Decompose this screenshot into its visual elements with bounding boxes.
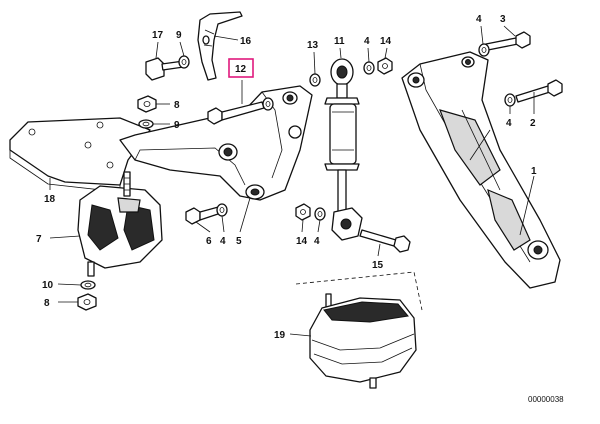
callout-17: 17 (152, 30, 164, 41)
part-3-bolt (485, 31, 531, 51)
callout-16: 16 (240, 36, 252, 47)
callout-15: 15 (372, 260, 384, 271)
callout-1: 1 (531, 166, 537, 177)
callout-8-lower: 8 (44, 298, 50, 309)
part-4-washer-right (504, 93, 516, 107)
part-17-bolt (145, 57, 184, 81)
part-15-bolt (359, 229, 411, 253)
leader-lines (49, 25, 535, 337)
callout-7: 7 (36, 234, 42, 245)
part-10-washer (80, 280, 96, 290)
callout-12-highlight-box (228, 58, 254, 78)
part-9-washer-left (138, 119, 154, 129)
callout-5: 5 (236, 236, 242, 247)
part-11-damper (324, 58, 363, 241)
part-4-washer-left (216, 203, 228, 217)
callout-4-left: 4 (220, 236, 226, 247)
callout-14-damper-bottom: 14 (296, 236, 308, 247)
callout-8-upper: 8 (174, 100, 180, 111)
part-9-washer-top (178, 55, 190, 69)
callout-14-damper-top: 14 (380, 36, 392, 47)
part-16-small-bracket (197, 11, 243, 81)
part-12-bolt (207, 97, 274, 125)
part-7-rubber-mount (77, 171, 163, 277)
callout-9: 9 (176, 30, 182, 41)
callout-18: 18 (44, 194, 56, 205)
callout-4-top-right: 4 (476, 14, 482, 25)
part-8-nut-upper (137, 95, 157, 113)
part-4-washer-top-right (478, 43, 490, 57)
callout-12: 12 (235, 64, 247, 75)
callout-11: 11 (334, 36, 345, 47)
callout-9-left: 9 (174, 120, 180, 131)
part-6-bolt (185, 205, 225, 225)
callout-6: 6 (206, 236, 212, 247)
part-2-bolt (515, 79, 563, 103)
part-14-nut-damper-top (377, 57, 393, 75)
callout-4-damper-top: 4 (364, 36, 370, 47)
callout-4-damper-bottom: 4 (314, 236, 320, 247)
diagram-code: 00000038 (528, 395, 564, 404)
part-19-engine-mount (295, 271, 423, 389)
callout-10: 10 (42, 280, 54, 291)
part-4-washer-damper-top (363, 61, 375, 75)
part-8-nut-lower (77, 293, 97, 311)
part-14-nut-damper-bottom (295, 203, 311, 221)
part-13-washer (309, 73, 321, 87)
callout-2: 2 (530, 118, 536, 129)
part-1-large-bracket (401, 51, 561, 289)
callout-3: 3 (500, 14, 506, 25)
callout-19: 19 (274, 330, 286, 341)
callout-labels: 17 9 16 12 8 9 13 11 4 14 4 3 4 2 18 7 6… (36, 14, 537, 341)
callout-13: 13 (307, 40, 319, 51)
callout-4-right: 4 (506, 118, 512, 129)
part-4-washer-damper-bottom (314, 207, 326, 221)
